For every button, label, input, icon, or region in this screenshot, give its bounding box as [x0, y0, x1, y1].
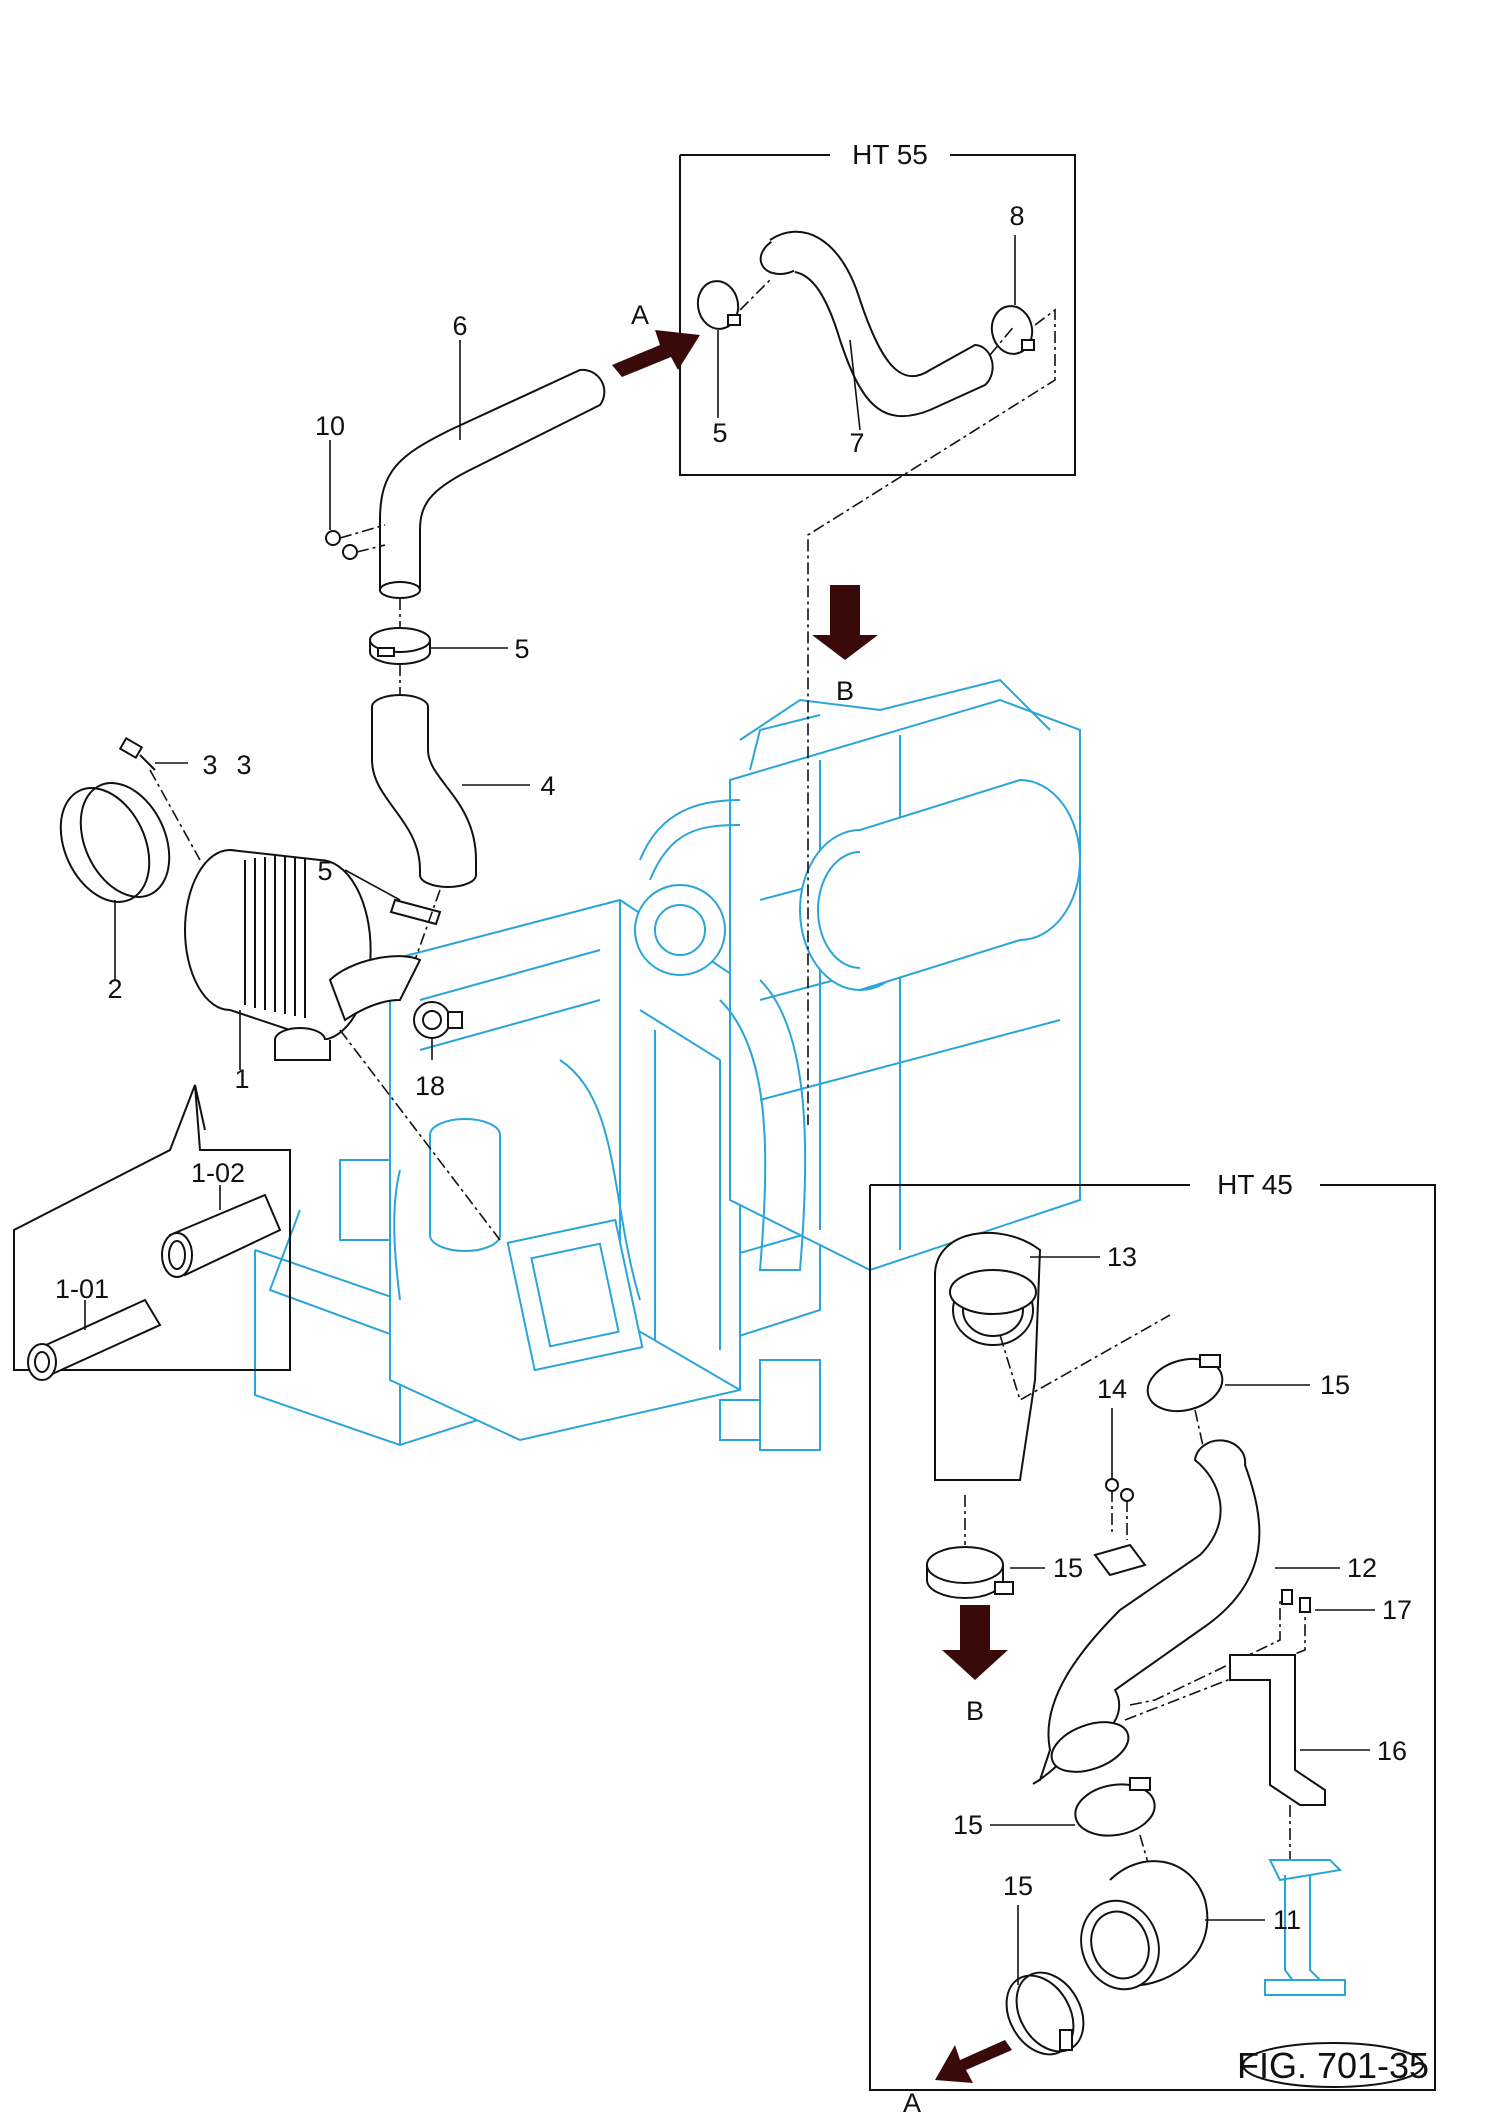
- view-label-b-inset: B: [966, 1696, 984, 1726]
- callout-17: 17: [1382, 1595, 1412, 1625]
- ht45-inset: [869, 1184, 1436, 2091]
- figure-label: FIG. 701-35: [1237, 2042, 1429, 2088]
- callout-15-top: 15: [1320, 1370, 1350, 1400]
- callout-14: 14: [1097, 1374, 1127, 1404]
- view-arrow-b-top: [812, 585, 878, 660]
- ht55-inset: [612, 154, 1076, 1125]
- callout-2: 2: [107, 974, 122, 1004]
- callout-13: 13: [1107, 1242, 1137, 1272]
- callout-16: 16: [1377, 1736, 1407, 1766]
- ht45-title: HT 45: [1217, 1169, 1293, 1200]
- callout-15-bot: 15: [1003, 1871, 1033, 1901]
- callout-8: 8: [1009, 201, 1024, 231]
- callout-5-main-top: 5: [514, 634, 529, 664]
- part-1-01-inner-element: [27, 1298, 162, 1381]
- filter-elements-bubble: [13, 1084, 291, 1371]
- callout-12: 12: [1347, 1553, 1377, 1583]
- callout-15-mid: 15: [1053, 1553, 1083, 1583]
- part-5-clamp-mid: [344, 869, 442, 961]
- callout-10: 10: [315, 411, 345, 441]
- part-5-clamp-top: [369, 598, 508, 695]
- callout-3b: 3: [236, 750, 251, 780]
- part-1-02-outer-element: [161, 1185, 282, 1278]
- callout-6: 6: [452, 311, 467, 341]
- figure-label-text: FIG. 701-35: [1237, 2045, 1429, 2086]
- callout-18: 18: [415, 1071, 445, 1101]
- callout-1-01: 1-01: [55, 1274, 109, 1304]
- callout-15-low: 15: [953, 1810, 983, 1840]
- part-6-hose: [379, 340, 606, 599]
- callout-7: 7: [849, 428, 864, 458]
- view-label-a-inset: A: [903, 2088, 921, 2118]
- part-2-clamp-ring: [59, 782, 171, 980]
- part-4-hose: [371, 694, 530, 888]
- ht55-title: HT 55: [852, 139, 928, 170]
- callout-5-ht55: 5: [712, 418, 727, 448]
- part-18-sensor: [413, 1001, 463, 1060]
- part-3-bolt: [118, 736, 201, 861]
- part-1-air-cleaner: [184, 849, 501, 1241]
- view-label-b-top: B: [836, 676, 854, 706]
- callout-4: 4: [540, 771, 555, 801]
- view-label-a-top: A: [631, 300, 649, 330]
- engine-assembly: [254, 678, 1081, 1451]
- callout-5-main-mid: 5: [317, 856, 332, 886]
- callout-11: 11: [1273, 1905, 1301, 1935]
- callout-3a: 3: [202, 750, 217, 780]
- callout-1-02: 1-02: [191, 1158, 245, 1188]
- callout-1: 1: [234, 1064, 249, 1094]
- part-10-bolts: [325, 440, 386, 560]
